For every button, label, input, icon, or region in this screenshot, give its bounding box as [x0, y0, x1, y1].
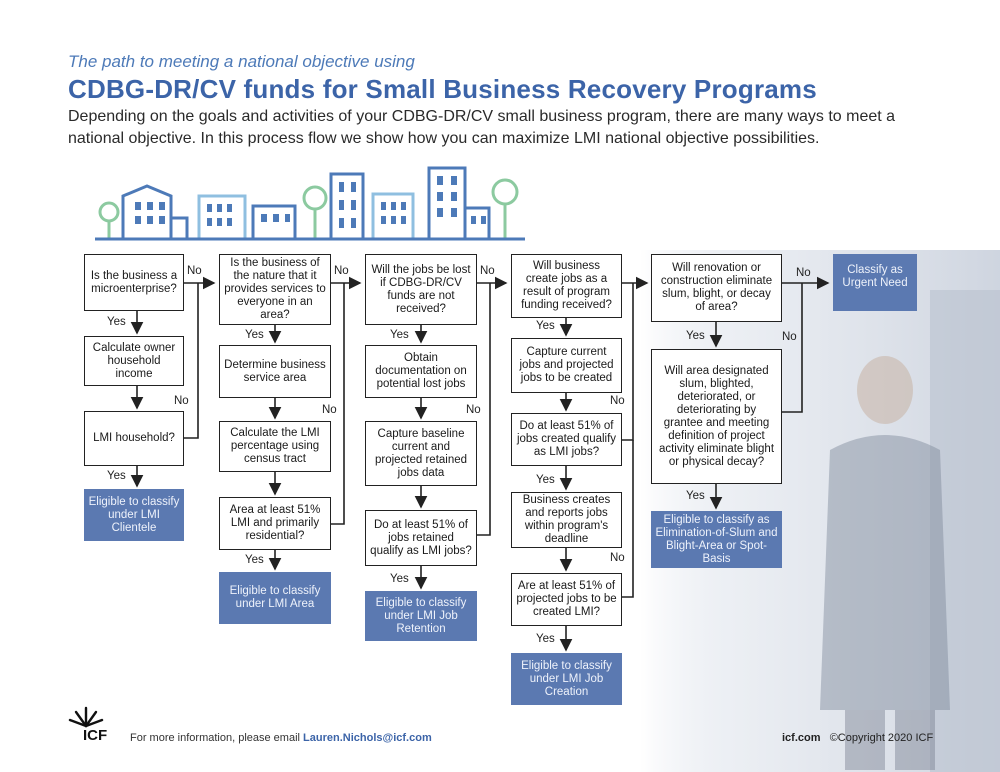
outcome-lmi-job-retention: Eligible to classify under LMI Job Reten…: [365, 591, 477, 641]
step-report-jobs: Business creates and reports jobs within…: [511, 492, 622, 548]
copyright: ©Copyright 2020 ICF: [829, 732, 934, 744]
icf-logo-icon: [68, 706, 104, 728]
background-photo: [640, 250, 1000, 772]
label-no: No: [782, 331, 797, 343]
label-yes: Yes: [245, 329, 264, 341]
question-created-51-lmi: Do at least 51% of jobs created qualify …: [511, 413, 622, 466]
label-no: No: [610, 552, 625, 564]
label-yes: Yes: [536, 633, 555, 645]
step-lmi-percentage: Calculate the LMI percentage using censu…: [219, 421, 331, 472]
skyline-illustration: [95, 166, 525, 241]
step-calculate-owner-income: Calculate owner household income: [84, 336, 184, 386]
step-baseline-retained-jobs: Capture baseline current and projected r…: [365, 421, 477, 486]
question-area-services: Is the business of the nature that it pr…: [219, 254, 331, 325]
question-lmi-household: LMI household?: [84, 411, 184, 466]
step-service-area: Determine business service area: [219, 345, 331, 398]
question-projected-51-lmi: Are at least 51% of projected jobs to be…: [511, 573, 622, 626]
question-microenterprise: Is the business a microenterprise?: [84, 254, 184, 311]
label-no: No: [480, 265, 495, 277]
header-kicker: The path to meeting a national objective…: [68, 52, 415, 71]
outcome-urgent-need: Classify as Urgent Need: [833, 254, 917, 311]
label-yes: Yes: [245, 554, 264, 566]
question-create-jobs: Will business create jobs as a result of…: [511, 254, 622, 318]
step-document-lost-jobs: Obtain documentation on potential lost j…: [365, 345, 477, 398]
brand-logo-text: ICF: [83, 727, 108, 744]
outcome-slum-blight: Eligible to classify as Elimination-of-S…: [651, 511, 782, 568]
question-eliminate-slum: Will renovation or construction eliminat…: [651, 254, 782, 322]
footer-contact-label: For more information, please email: [130, 732, 300, 744]
label-no: No: [466, 404, 481, 416]
label-yes: Yes: [536, 474, 555, 486]
label-yes: Yes: [390, 329, 409, 341]
footer-contact: For more information, please email Laure…: [130, 732, 432, 744]
question-designated-area: Will area designated slum, blighted, det…: [651, 349, 782, 484]
footer-right: icf.com ©Copyright 2020 ICF: [782, 732, 933, 744]
question-area-51-lmi: Area at least 51% LMI and primarily resi…: [219, 497, 331, 550]
intro-text: Depending on the goals and activities of…: [68, 108, 896, 147]
label-yes: Yes: [390, 573, 409, 585]
label-no: No: [334, 265, 349, 277]
question-jobs-lost: Will the jobs be lost if CDBG-DR/CV fund…: [365, 254, 477, 325]
outcome-lmi-clientele: Eligible to classify under LMI Clientele: [84, 489, 184, 541]
outcome-lmi-area: Eligible to classify under LMI Area: [219, 572, 331, 624]
label-no: No: [187, 265, 202, 277]
label-no: No: [174, 395, 189, 407]
outcome-lmi-job-creation: Eligible to classify under LMI Job Creat…: [511, 653, 622, 705]
label-no: No: [610, 395, 625, 407]
label-yes: Yes: [536, 320, 555, 332]
site-link[interactable]: icf.com: [782, 732, 821, 744]
label-no: No: [322, 404, 337, 416]
question-retained-51-lmi: Do at least 51% of jobs retained qualify…: [365, 510, 477, 566]
label-no: No: [796, 267, 811, 279]
tree-icon: [98, 201, 120, 238]
label-yes: Yes: [107, 316, 126, 328]
label-yes: Yes: [686, 330, 705, 342]
label-yes: Yes: [686, 490, 705, 502]
page-title: CDBG-DR/CV funds for Small Business Reco…: [68, 74, 817, 104]
label-yes: Yes: [107, 470, 126, 482]
contact-email-link[interactable]: Lauren.Nichols@icf.com: [303, 732, 432, 744]
step-capture-jobs: Capture current jobs and projected jobs …: [511, 338, 622, 393]
